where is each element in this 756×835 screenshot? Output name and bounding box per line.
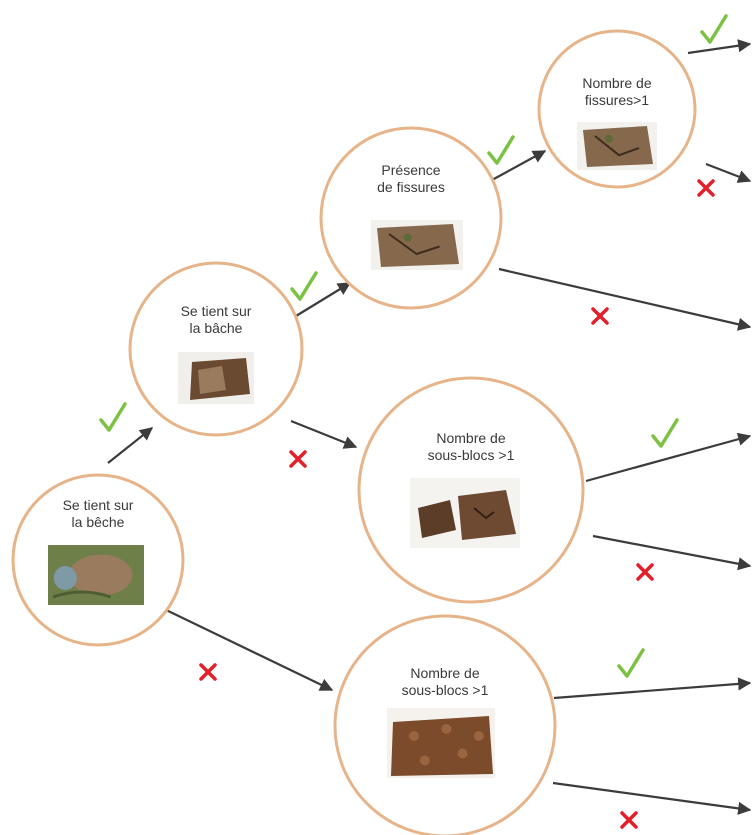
arrow-n2-to-n3: [295, 282, 352, 317]
arrow-n5-to-leaf-5-yes: [585, 432, 752, 483]
node-label-line: sous-blocs >1: [402, 682, 489, 698]
grass-soil-photo: [48, 545, 144, 605]
node-label-line: la bêche: [72, 514, 125, 530]
check-icon: [617, 648, 645, 678]
cross-icon: [620, 811, 638, 829]
check-icon: [651, 418, 679, 448]
node-label-line: Nombre de: [436, 430, 505, 446]
node-label-line: Se tient sur: [181, 303, 252, 319]
node-label-line: fissures>1: [585, 92, 649, 108]
check-icon: [700, 14, 728, 44]
arrow-n5-to-leaf-5-no: [592, 534, 752, 571]
node-label-line: Nombre de: [410, 665, 479, 681]
node-label-line: Nombre de: [582, 75, 651, 91]
check-icon: [290, 271, 318, 301]
edges-layer: [107, 39, 752, 815]
arrow-n6-to-leaf-6-no: [552, 781, 752, 815]
node-label-line: Présence: [381, 162, 440, 178]
node-circle: [128, 261, 304, 437]
check-icon: [99, 402, 127, 432]
arrow-n2-to-n5: [290, 419, 358, 449]
check-icon: [487, 135, 515, 165]
arrow-root-to-n6: [161, 607, 334, 691]
node-label-line: de fissures: [377, 179, 445, 195]
cross-icon: [697, 179, 715, 197]
cross-icon: [289, 450, 307, 468]
arrow-n3-to-n4: [491, 150, 547, 181]
cross-icon: [591, 307, 609, 325]
cross-icon: [636, 563, 654, 581]
node-label-line: la bâche: [190, 320, 243, 336]
arrow-n6-to-leaf-6-yes: [553, 677, 752, 700]
soil-clod-photo: [178, 352, 254, 404]
cracked-clod-photo: [371, 220, 463, 270]
broken-clods-photo: [410, 478, 520, 548]
node-circle: [319, 126, 503, 310]
cracked-clod-photo: [577, 122, 657, 170]
arrow-n4-to-leaf-4-yes: [687, 39, 752, 55]
crumbly-soil-photo: [387, 708, 495, 778]
decision-marks-layer: [99, 14, 728, 829]
node-label-line: Se tient sur: [63, 497, 134, 513]
cross-icon: [199, 663, 217, 681]
arrow-n4-to-leaf-4-no: [705, 162, 752, 183]
node-label-line: sous-blocs >1: [428, 447, 515, 463]
arrow-root-to-n2: [107, 427, 154, 464]
arrow-n3-to-leaf-3-no: [498, 267, 752, 331]
